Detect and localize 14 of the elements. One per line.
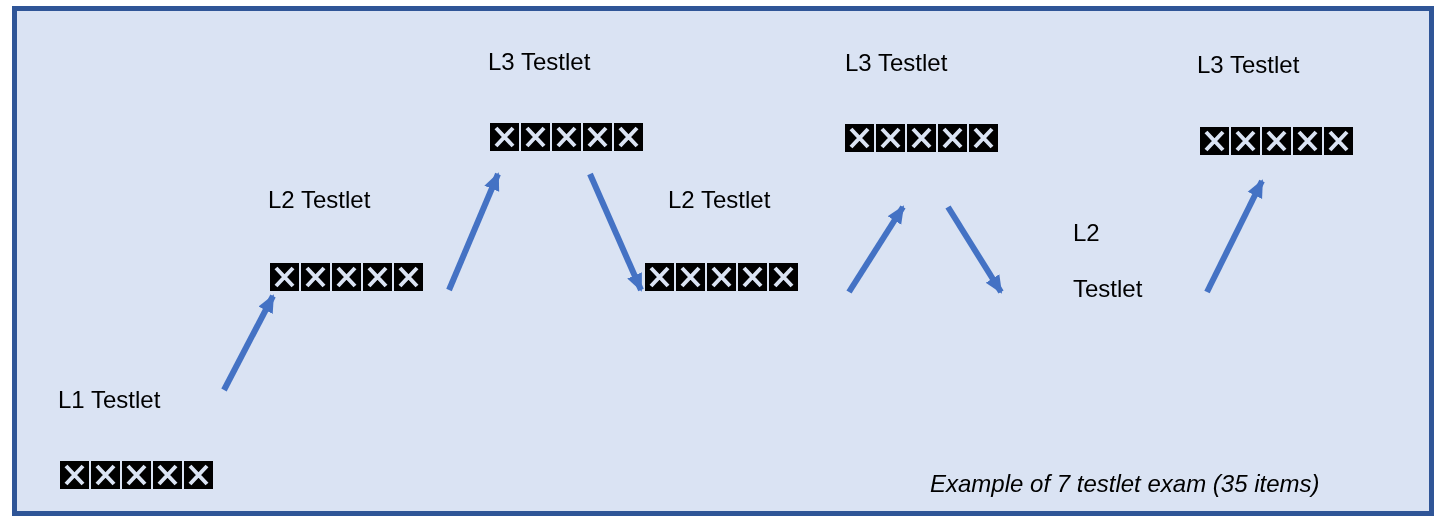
arrow	[446, 172, 501, 292]
caption: Example of 7 testlet exam (35 items)	[930, 470, 1320, 498]
arrow	[1204, 179, 1265, 294]
testlet-label: L3 Testlet	[488, 47, 591, 77]
testlet-label: L2 Testlet	[668, 185, 771, 215]
arrow	[945, 205, 1004, 294]
arrow	[846, 205, 906, 294]
arrow	[587, 172, 644, 292]
testlet-label: L1 Testlet	[58, 385, 161, 415]
arrow	[221, 294, 276, 392]
testlet-label: L3 Testlet	[845, 48, 948, 78]
testlet-label: L2 Testlet	[268, 185, 371, 215]
testlet-label: L3 Testlet	[1197, 50, 1300, 80]
testlet-label: L2 Testlet	[1073, 218, 1144, 304]
